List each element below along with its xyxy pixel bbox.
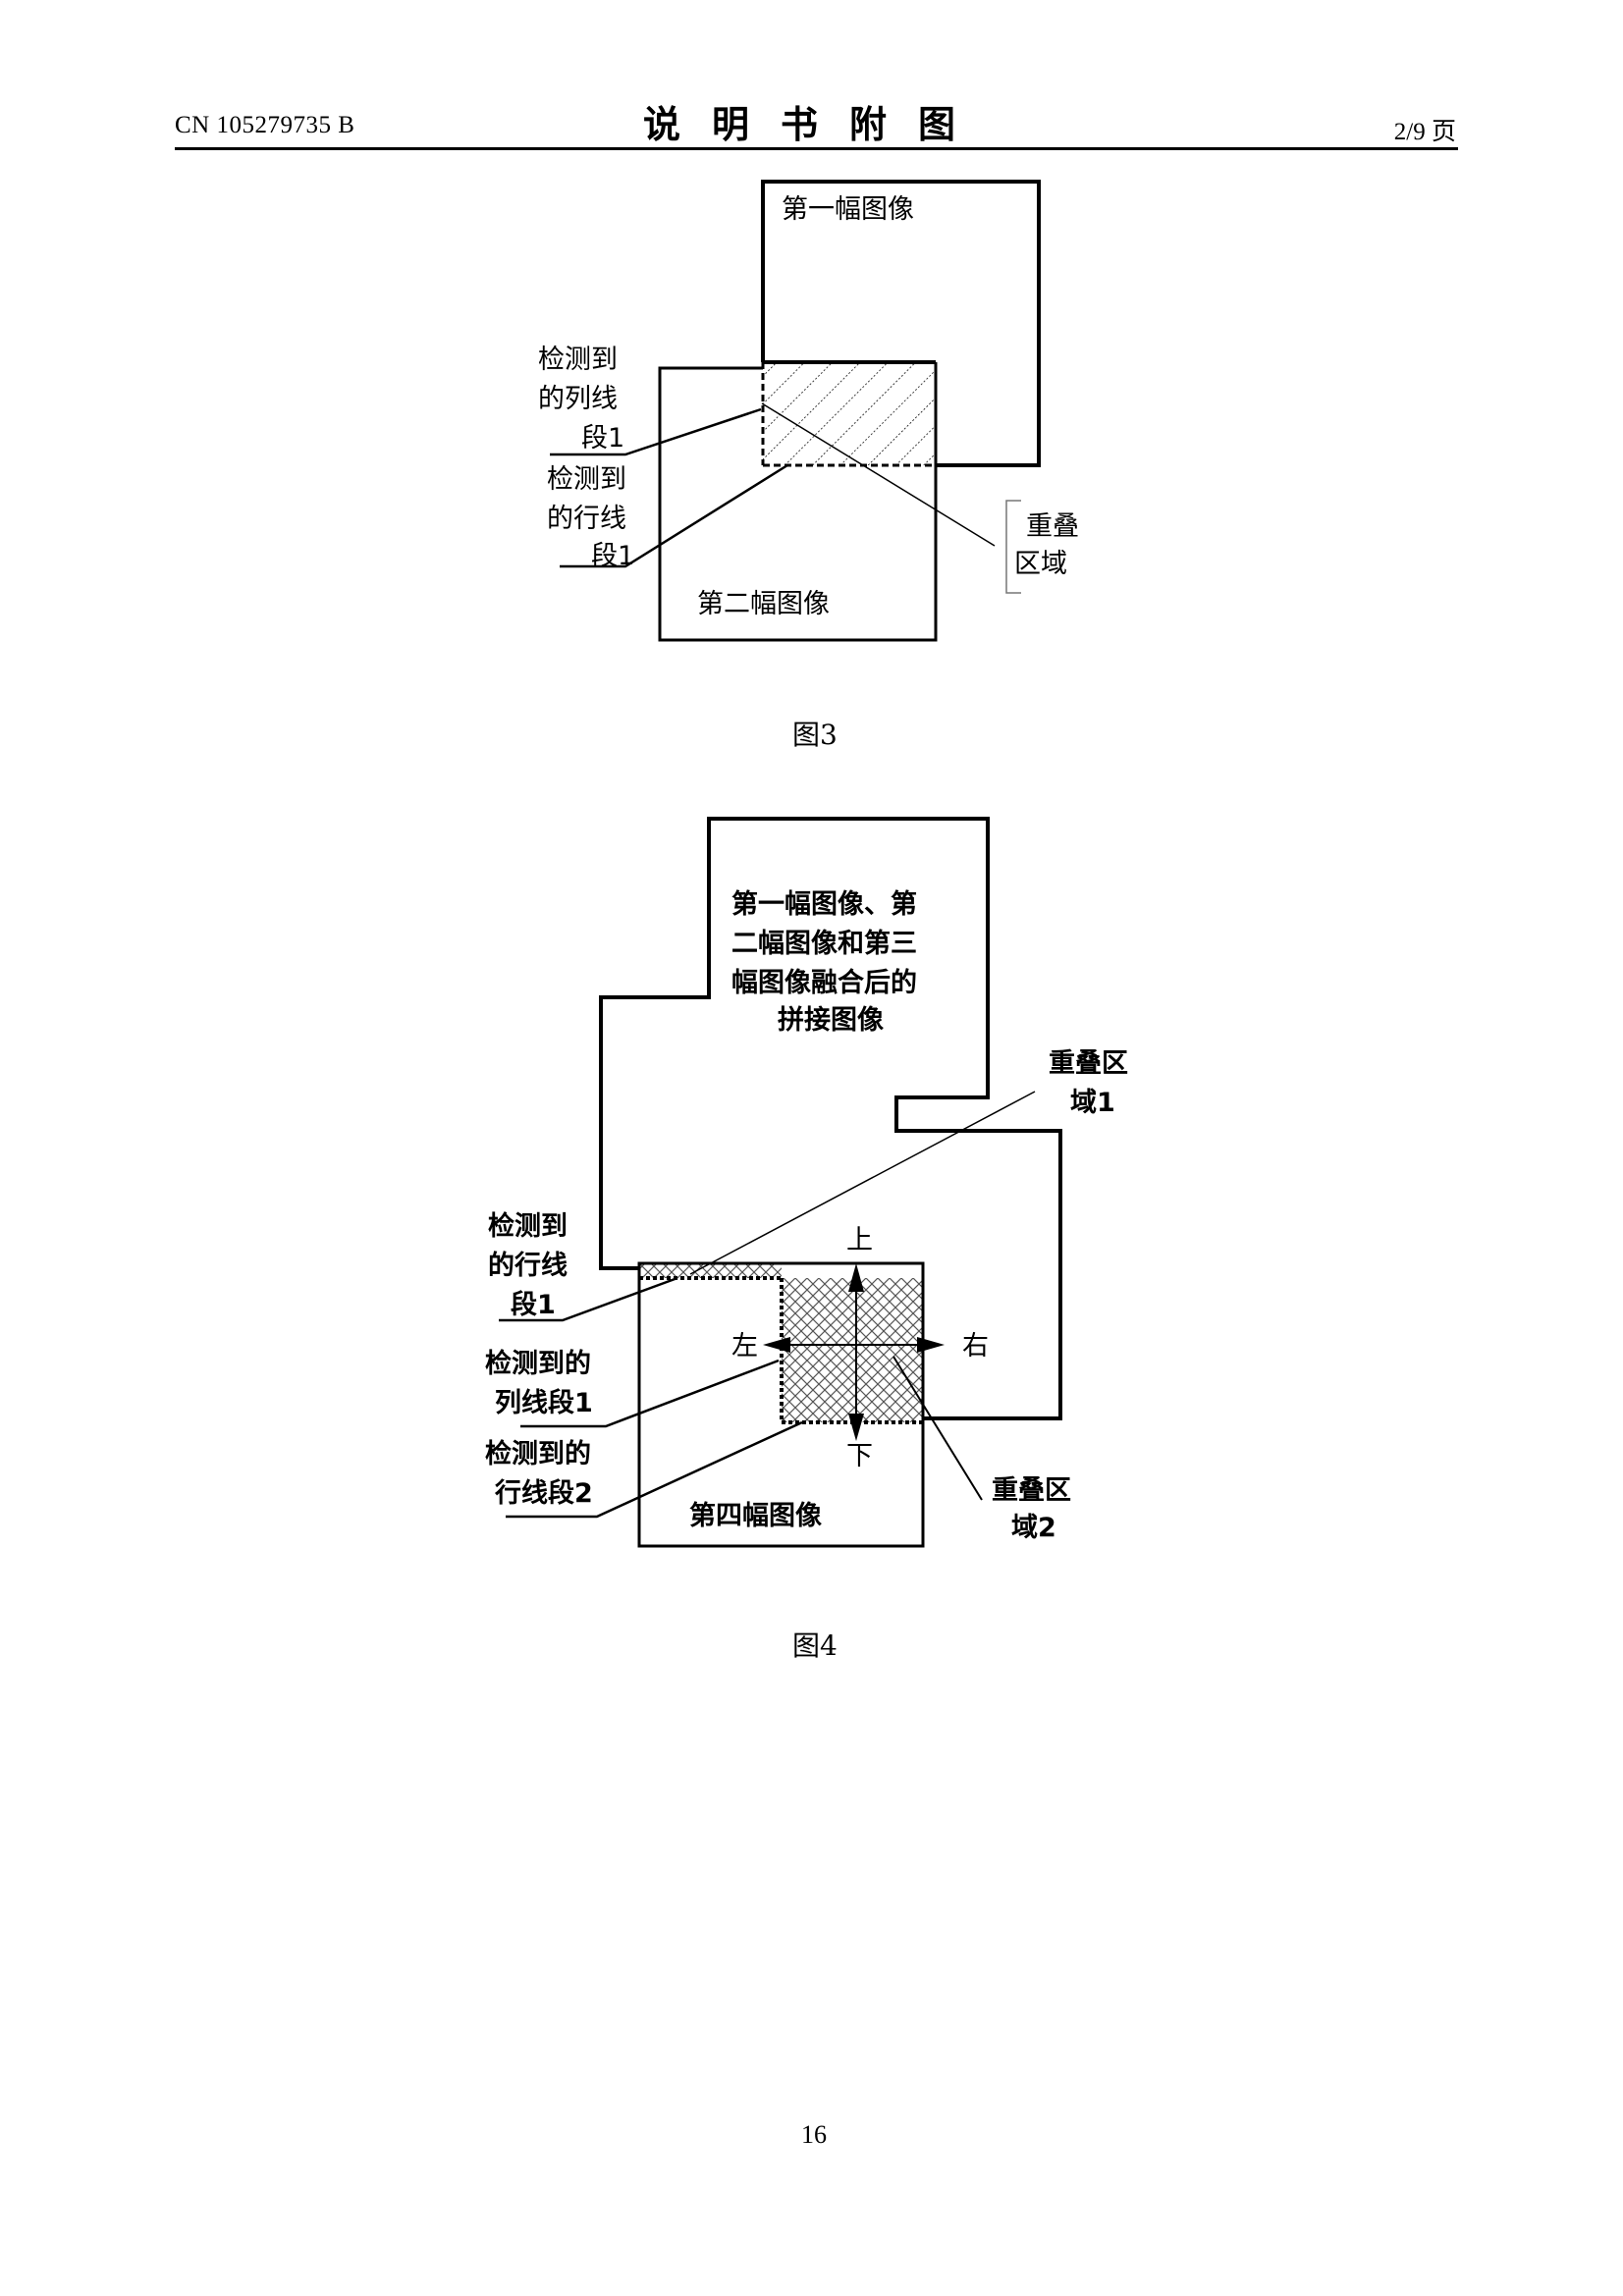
page-title: 说明书附图 — [643, 103, 988, 146]
fig4-label-row2-l2: 行线段2 — [494, 1477, 593, 1509]
fig4-label-overlap1-l2: 域1 — [1070, 1088, 1115, 1118]
fig4-leader-row-1 — [499, 1276, 678, 1322]
fig4-arrow-down-icon — [848, 1414, 864, 1441]
fig3-label-column-l3: 段1 — [581, 423, 624, 454]
fig3-bracket — [1005, 500, 1021, 594]
fig3-label-overlap-l1: 重叠 — [1026, 511, 1079, 542]
fig4-label-up: 上 — [846, 1225, 873, 1255]
page-indicator: 2/9 页 — [1393, 119, 1456, 145]
fig4-label-stitched-l1: 第一幅图像、第 — [731, 888, 917, 920]
fig4-label-left: 左 — [731, 1331, 758, 1362]
fig3-label-overlap-l2: 区域 — [1014, 549, 1067, 579]
fig4-label-row1-l1: 检测到 — [488, 1210, 568, 1242]
fig4-label-overlap2-l1: 重叠区 — [992, 1475, 1071, 1506]
fig4-label-right: 右 — [962, 1331, 989, 1362]
fig3-second-image-box — [658, 362, 938, 642]
fig4-stitched-image-outline — [599, 817, 1062, 1420]
figure-4-caption: 图4 — [792, 1629, 838, 1662]
fig3-label-second-image: 第二幅图像 — [697, 589, 830, 619]
fig4-label-overlap1-l1: 重叠区 — [1049, 1048, 1128, 1079]
fig4-label-stitched-l2: 二幅图像和第三 — [731, 928, 917, 959]
fig4-label-col1-l2: 列线段1 — [495, 1388, 593, 1418]
fig4-label-down: 下 — [846, 1441, 873, 1471]
fig4-overlap-region-2 — [782, 1278, 923, 1422]
fig3-leader-overlap — [761, 402, 996, 547]
fig3-first-image-box — [761, 180, 1041, 467]
fig4-label-row2-l1: 检测到的 — [485, 1438, 591, 1469]
header-rule — [175, 147, 1458, 150]
fig4-label-col1-l1: 检测到的 — [485, 1348, 591, 1379]
page-number: 16 — [801, 2120, 827, 2149]
fig3-label-row-l2: 的行线 — [547, 504, 626, 534]
fig3-overlap-region — [763, 362, 936, 465]
fig4-label-row1-l2: 的行线 — [488, 1250, 568, 1281]
fig4-overlap-region-1 — [639, 1264, 782, 1278]
fig4-arrow-up-icon — [848, 1263, 864, 1292]
fig4-label-stitched-l3: 幅图像融合后的 — [731, 967, 917, 998]
fig3-label-first-image: 第一幅图像 — [782, 194, 914, 225]
fig3-leader-column — [550, 407, 762, 456]
patent-number: CN 105279735 B — [175, 112, 355, 138]
fig4-leader-column-1 — [520, 1359, 780, 1428]
fig4-arrow-right-icon — [917, 1337, 945, 1353]
fig4-label-overlap2-l2: 域2 — [1011, 1513, 1056, 1543]
fig4-label-stitched-l4: 拼接图像 — [778, 1005, 884, 1036]
fig4-label-row1-l3: 段1 — [511, 1290, 556, 1320]
fig4-label-fourth-image: 第四幅图像 — [689, 1500, 822, 1531]
fig3-label-row-l1: 检测到 — [547, 464, 626, 495]
fig4-leader-overlap-2 — [893, 1356, 983, 1501]
fig4-arrow-left-icon — [763, 1337, 790, 1353]
fig3-label-row-l3: 段1 — [591, 541, 634, 571]
fig4-leader-row-2 — [506, 1420, 803, 1519]
fig3-leader-row — [560, 463, 788, 568]
fig3-label-column-l2: 的列线 — [538, 384, 618, 414]
figure-3-caption: 图3 — [792, 719, 838, 751]
fig4-leader-overlap-1 — [689, 1091, 1036, 1275]
fig3-label-column-l1: 检测到 — [538, 345, 618, 375]
